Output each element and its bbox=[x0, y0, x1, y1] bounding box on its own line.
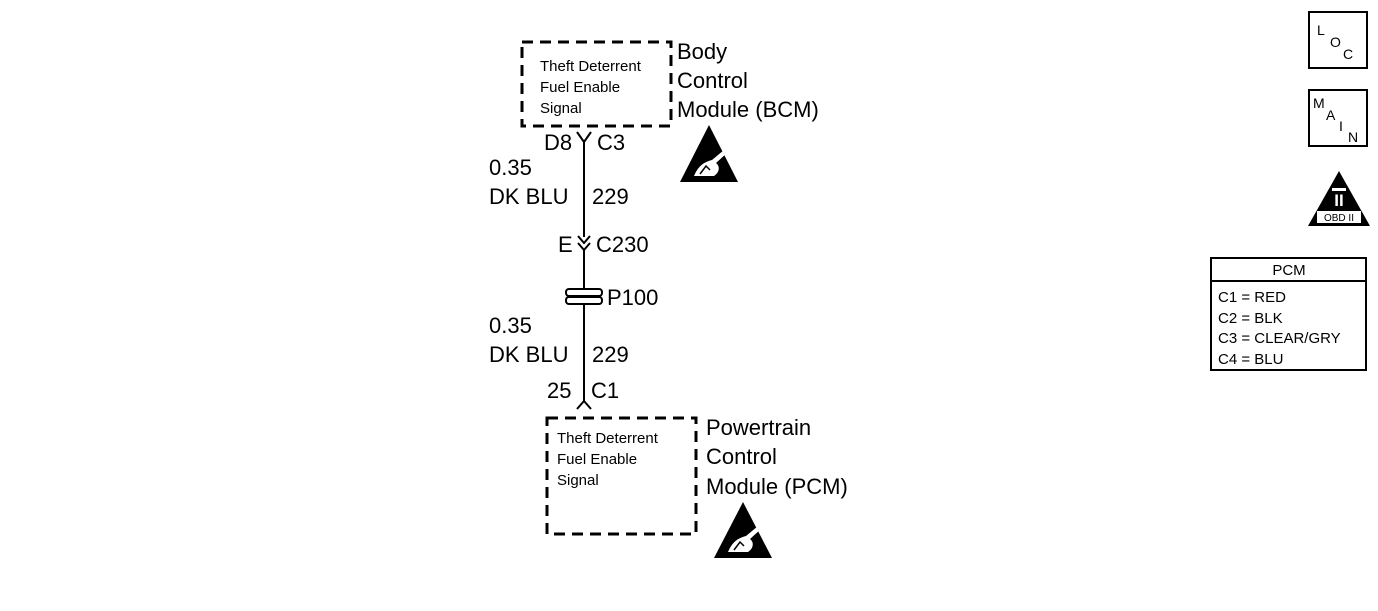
obd-numeral: II bbox=[1334, 191, 1343, 210]
loc-letter-o: O bbox=[1330, 34, 1341, 50]
wire-lower: 0.35 DK BLU 229 bbox=[489, 305, 629, 402]
loc-button[interactable]: L O C bbox=[1308, 11, 1368, 69]
pcm-circuit-label-2: Fuel Enable bbox=[557, 451, 637, 468]
legend-row: C1 = RED bbox=[1218, 289, 1286, 306]
bcm-connector-label: C3 bbox=[597, 130, 625, 155]
wire-lower-color: DK BLU bbox=[489, 342, 568, 367]
legend-title: PCM bbox=[1272, 262, 1305, 279]
bcm-terminal-symbol bbox=[576, 131, 592, 144]
inline-connector-name: C230 bbox=[596, 232, 649, 257]
loc-icon bbox=[1308, 11, 1368, 69]
bcm-name-line-3: Module (BCM) bbox=[677, 97, 819, 122]
bcm-circuit-label-1: Theft Deterrent bbox=[540, 58, 642, 75]
esd-warning-icon bbox=[714, 502, 772, 558]
obd-button[interactable]: II OBD II bbox=[1308, 171, 1370, 226]
pcm-connector-label: C1 bbox=[591, 378, 619, 403]
main-letter-i: I bbox=[1339, 118, 1343, 134]
wire-lower-gauge: 0.35 bbox=[489, 313, 532, 338]
pcm-circuit-label-1: Theft Deterrent bbox=[557, 430, 659, 447]
pcm-circuit-label-3: Signal bbox=[557, 472, 599, 489]
bcm-dashed-box bbox=[520, 40, 673, 128]
main-letter-a: A bbox=[1326, 107, 1336, 123]
loc-letter-c: C bbox=[1343, 46, 1353, 62]
main-button[interactable]: M A I N bbox=[1308, 89, 1368, 147]
legend-row: C4 = BLU bbox=[1218, 351, 1283, 368]
wire-upper-gauge: 0.35 bbox=[489, 155, 532, 180]
pcm-connector-legend: PCM C1 = RED C2 = BLK C3 = CLEAR/GRY C4 … bbox=[1210, 257, 1367, 371]
legend-row: C2 = BLK bbox=[1218, 310, 1283, 327]
obd-label: OBD II bbox=[1324, 213, 1354, 224]
splice-pack-name: P100 bbox=[607, 285, 658, 310]
pcm-dashed-box bbox=[545, 416, 698, 536]
pcm-name-line-1: Powertrain bbox=[706, 415, 811, 440]
pcm-name-line-3: Module (PCM) bbox=[706, 474, 848, 499]
bcm-name-line-1: Body bbox=[677, 39, 727, 64]
splice-pack-p100: P100 bbox=[565, 285, 658, 310]
wire-upper-circuit: 229 bbox=[592, 184, 629, 209]
wire-upper: 0.35 DK BLU 229 bbox=[489, 142, 629, 237]
legend-row: C3 = CLEAR/GRY bbox=[1218, 330, 1341, 347]
bcm-name-line-2: Control bbox=[677, 68, 748, 93]
wire-lower-circuit: 229 bbox=[592, 342, 629, 367]
pcm-component: 25 C1 Theft Deterrent Fuel Enable Signal… bbox=[545, 378, 848, 558]
wire-upper-color: DK BLU bbox=[489, 184, 568, 209]
pcm-pin-label: 25 bbox=[547, 378, 571, 403]
esd-warning-icon bbox=[680, 125, 738, 182]
pcm-name-line-2: Control bbox=[706, 444, 777, 469]
bcm-circuit-label-2: Fuel Enable bbox=[540, 79, 620, 96]
loc-letter-l: L bbox=[1317, 22, 1325, 38]
inline-connector-pin: E bbox=[558, 232, 573, 257]
main-icon bbox=[1308, 89, 1368, 147]
main-letter-m: M bbox=[1313, 95, 1325, 111]
pcm-terminal-symbol bbox=[576, 399, 592, 410]
bcm-component: Theft Deterrent Fuel Enable Signal Body … bbox=[520, 39, 819, 182]
main-letter-n: N bbox=[1348, 129, 1358, 145]
bcm-pin-label: D8 bbox=[544, 130, 572, 155]
inline-connector-c230: E C230 bbox=[558, 232, 649, 288]
bcm-circuit-label-3: Signal bbox=[540, 100, 582, 117]
